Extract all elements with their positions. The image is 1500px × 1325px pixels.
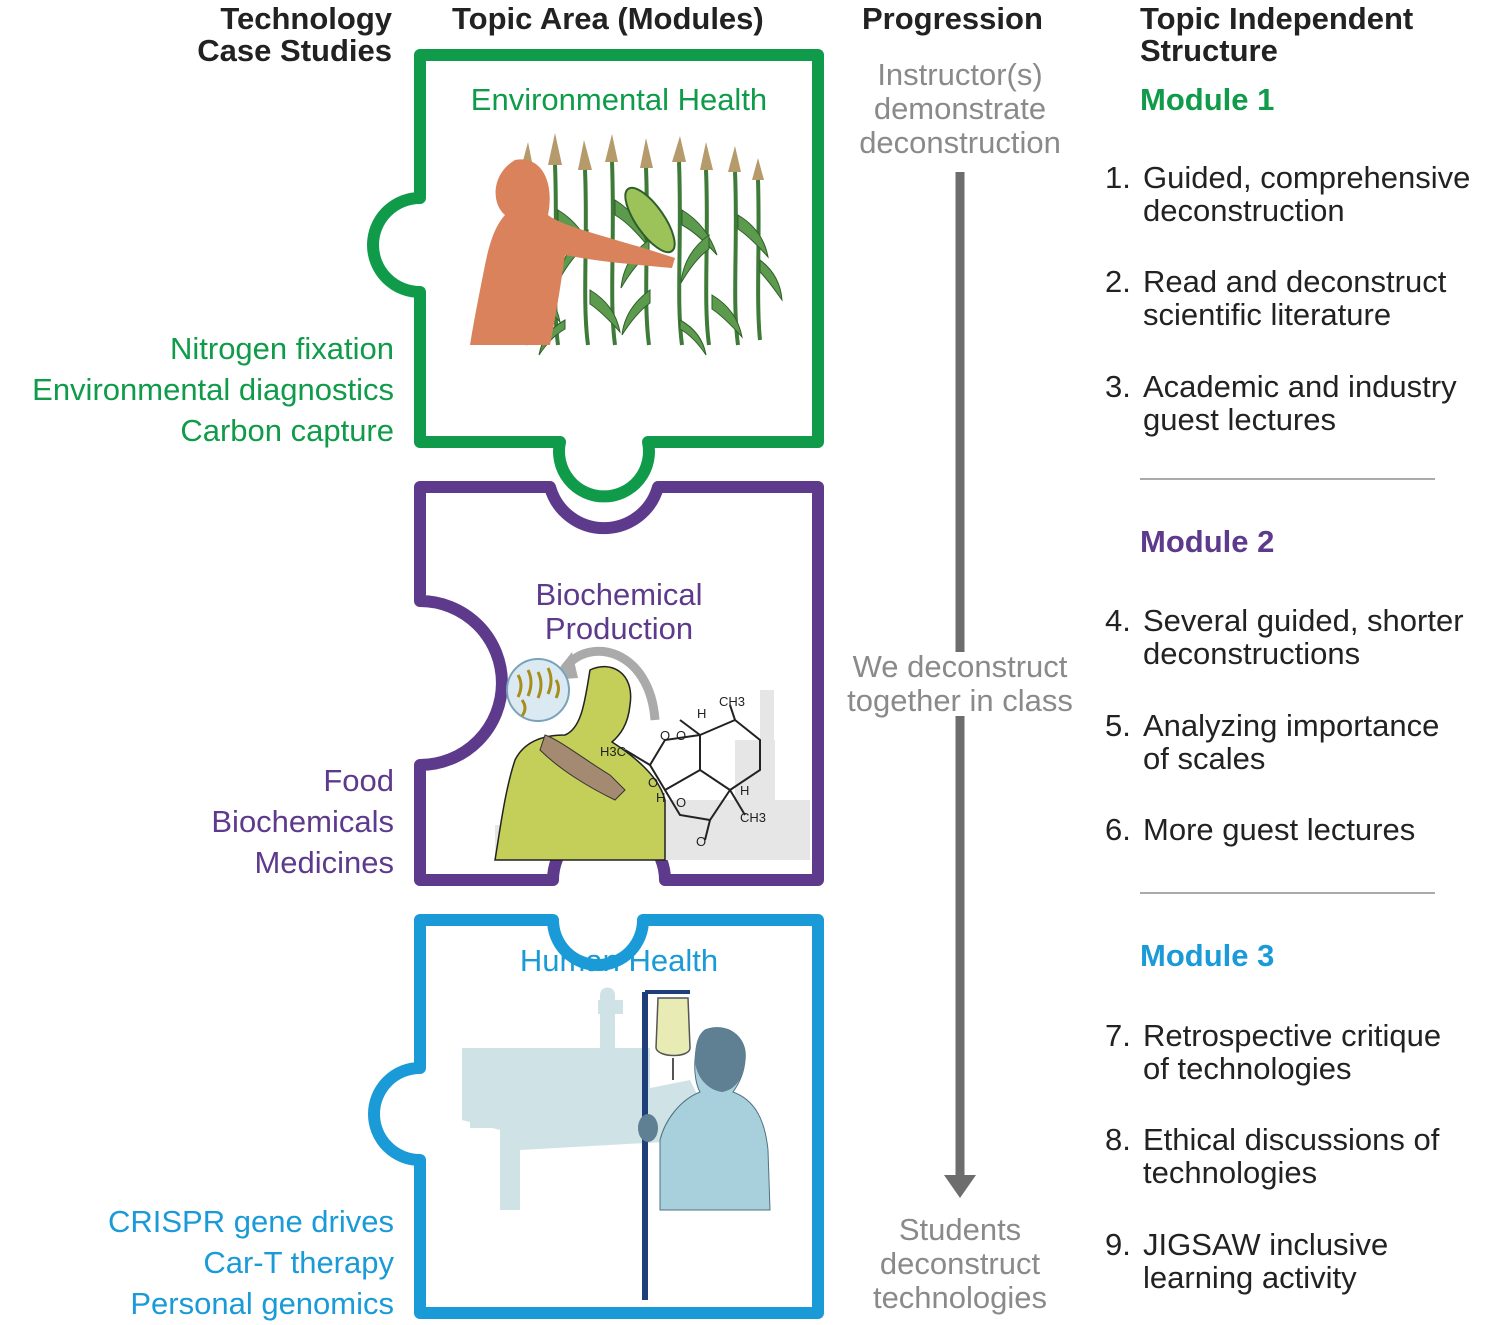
structure-item: 1. Guided, comprehensive deconstruction: [1105, 160, 1471, 228]
case-studies-environmental: Nitrogen fixation Environmental diagnost…: [0, 328, 394, 451]
case-study: Environmental diagnostics: [32, 372, 394, 407]
case-study: Car-T therapy: [203, 1245, 394, 1280]
case-study: Nitrogen fixation: [169, 331, 394, 366]
puzzle-piece-human-health: [368, 914, 824, 1319]
structure-item: 3. Academic and industry guest lectures: [1105, 369, 1457, 437]
case-studies-human-health: CRISPR gene drives Car-T therapy Persona…: [0, 1201, 394, 1324]
structure-item: 5. Analyzing importance of scales: [1105, 708, 1440, 776]
structure-module-3-label: Module 3: [1140, 938, 1275, 973]
biochemical-production-illustration: [494, 646, 810, 861]
case-study: Carbon capture: [180, 413, 394, 448]
header-topic-area: Topic Area (Modules): [452, 1, 764, 36]
module-title-biochemical-production: Biochemical Production: [535, 577, 703, 646]
module-title-human-health: Human Health: [519, 943, 719, 978]
progression-end: Students deconstruct technologies: [872, 1212, 1048, 1315]
case-study: CRISPR gene drives: [107, 1204, 394, 1239]
structure-module-2-label: Module 2: [1140, 524, 1275, 559]
header-case-studies: Technology Case Studies: [197, 1, 392, 68]
human-health-illustration: [462, 987, 771, 1300]
case-study: Personal genomics: [130, 1286, 394, 1321]
structure-item: 7. Retrospective critique of technologie…: [1105, 1018, 1442, 1086]
progression-arrowhead: [944, 1175, 976, 1198]
progression-middle: We deconstruct together in class: [847, 649, 1073, 718]
structure-item: 4. Several guided, shorter deconstructio…: [1105, 603, 1464, 671]
case-study: Food: [323, 763, 394, 798]
corn-field-illustration: [470, 133, 783, 356]
progression-start: Instructor(s) demonstrate deconstruction: [859, 57, 1061, 160]
structure-item: 2. Read and deconstruct scientific liter…: [1105, 264, 1447, 332]
header-progression: Progression: [862, 1, 1043, 36]
case-study: Medicines: [254, 845, 394, 880]
case-study: Biochemicals: [211, 804, 394, 839]
structure-item: 6. More guest lectures: [1105, 812, 1416, 847]
module-title-environmental-health: Environmental Health: [470, 82, 768, 117]
structure-item: 9. JIGSAW inclusive learning activity: [1105, 1227, 1389, 1295]
structure-item: 8. Ethical discussions of technologies: [1105, 1122, 1440, 1190]
case-studies-biochemical: Food Biochemicals Medicines: [0, 760, 394, 883]
header-structure: Topic Independent Structure: [1140, 1, 1414, 68]
structure-module-1-label: Module 1: [1140, 82, 1275, 117]
puzzle-piece-environmental-health: [367, 49, 824, 503]
